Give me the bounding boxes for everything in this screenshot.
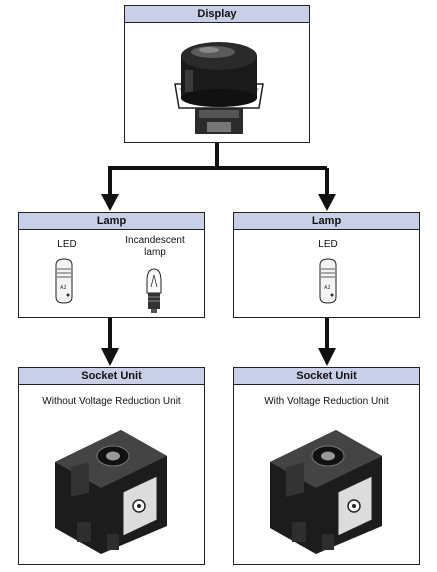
socket-unit-icon: [266, 426, 386, 556]
socket-unit-icon: [51, 426, 171, 556]
socket-right-title: Socket Unit: [234, 368, 419, 385]
arrow-head-right-lower: [318, 348, 336, 366]
svg-text:A2: A2: [60, 285, 67, 291]
led-lamp-icon: A2: [315, 257, 341, 307]
lamp-left-title: Lamp: [19, 213, 204, 230]
socket-left-caption: Without Voltage Reduction Unit: [19, 396, 204, 408]
incandescent-lamp-icon: [143, 267, 165, 315]
lamp-box-right: Lamp LED A2: [233, 212, 420, 318]
socket-left-title: Socket Unit: [19, 368, 204, 385]
socket-right-caption: With Voltage Reduction Unit: [234, 396, 419, 408]
socket-box-left: Socket Unit Without Voltage Reduction Un…: [18, 367, 205, 565]
led-label-left: LED: [47, 239, 87, 251]
arrow-head-right-upper: [318, 194, 336, 211]
svg-text:A2: A2: [324, 285, 331, 291]
lamp-box-left: Lamp LED Incandescent lamp A2: [18, 212, 205, 318]
display-box: Display: [124, 5, 310, 143]
display-title: Display: [125, 6, 309, 23]
arrow-head-left-lower: [101, 348, 119, 366]
push-button-display-icon: [169, 26, 269, 138]
lamp-right-title: Lamp: [234, 213, 419, 230]
socket-box-right: Socket Unit With Voltage Reduction Unit: [233, 367, 420, 565]
led-lamp-icon: A2: [51, 257, 77, 307]
incandescent-label: Incandescent lamp: [123, 235, 187, 259]
arrow-head-left-upper: [101, 194, 119, 211]
led-label-right: LED: [308, 239, 348, 251]
